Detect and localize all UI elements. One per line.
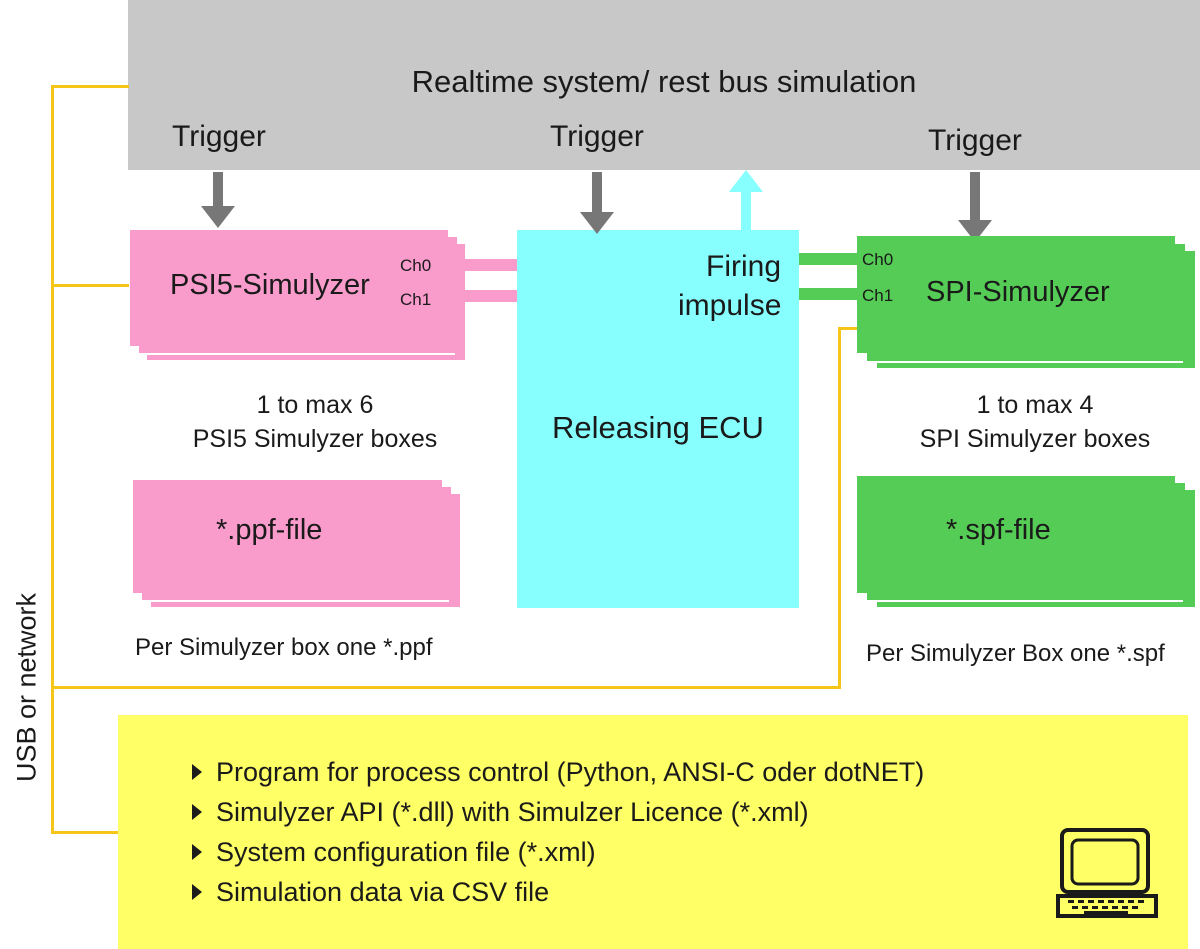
list-item: Program for process control (Python, ANS…	[192, 752, 924, 792]
psi5-count-line1: 1 to max 6	[256, 391, 374, 419]
connection-label: USB or network	[11, 592, 42, 783]
spi-ch0-label: Ch0	[862, 250, 894, 269]
psi5-ch1-label: Ch1	[400, 290, 432, 309]
list-item-text: System configuration file (*.xml)	[216, 836, 596, 867]
bullet-arrow-icon	[192, 764, 202, 780]
bus-wire-spi	[838, 327, 858, 330]
pc-software-list: Program for process control (Python, ANS…	[192, 752, 924, 912]
bus-wire-vertical	[51, 85, 54, 833]
list-item: Simulation data via CSV file	[192, 872, 924, 912]
releasing-ecu-block	[517, 230, 799, 608]
bus-wire-psi5	[51, 284, 129, 287]
laptop-icon	[1056, 828, 1158, 918]
spf-file-label: *.spf-file	[946, 514, 1051, 546]
list-item: System configuration file (*.xml)	[192, 832, 924, 872]
bullet-arrow-icon	[192, 844, 202, 860]
bullet-arrow-icon	[192, 804, 202, 820]
trigger-label-spi: Trigger	[928, 124, 1022, 157]
rest-bus-simulation-block	[128, 0, 1200, 170]
trigger-arrow-spi	[958, 172, 992, 244]
firing-impulse-line2: impulse	[678, 289, 782, 322]
spi-count-line1: 1 to max 4	[976, 391, 1094, 419]
bullet-arrow-icon	[192, 884, 202, 900]
ppf-file-note: Per Simulyzer box one *.ppf	[135, 634, 433, 661]
psi5-simulyzer-label: PSI5-Simulyzer	[170, 269, 370, 301]
list-item-text: Simulation data via CSV file	[216, 876, 550, 907]
releasing-ecu-label: Releasing ECU	[552, 410, 764, 445]
psi5-ch1-link	[459, 290, 518, 302]
list-item: Simulyzer API (*.dll) with Simulzer Lice…	[192, 792, 924, 832]
psi5-ch0-label: Ch0	[400, 256, 432, 275]
spi-simulyzer-box	[857, 236, 1175, 353]
list-item-text: Program for process control (Python, ANS…	[216, 756, 925, 787]
trigger-label-psi5: Trigger	[172, 120, 266, 153]
ppf-file-label: *.ppf-file	[216, 514, 323, 546]
bus-wire-bottom	[51, 686, 841, 689]
spi-ch1-label: Ch1	[862, 286, 894, 305]
spf-file-box	[857, 476, 1175, 593]
psi5-count-line2: PSI5 Simulyzer boxes	[192, 425, 438, 453]
trigger-arrow-ecu	[580, 172, 614, 234]
bus-wire-rest-bus	[51, 85, 129, 88]
firing-impulse-line1: Firing	[706, 250, 782, 283]
trigger-arrow-psi5	[201, 172, 235, 228]
spi-ch1-link	[799, 288, 859, 300]
spi-ch0-link	[799, 253, 859, 265]
pc-software-panel	[118, 715, 1188, 949]
ppf-file-box	[133, 480, 442, 593]
list-item-text: Simulyzer API (*.dll) with Simulzer Lice…	[216, 796, 809, 827]
spf-file-note: Per Simulyzer Box one *.spf	[866, 640, 1165, 667]
psi5-ch0-link	[459, 259, 518, 271]
spi-simulyzer-label: SPI-Simulyzer	[926, 276, 1110, 308]
bus-wire-spi-vertical	[838, 327, 841, 689]
bus-wire-pc	[51, 831, 119, 834]
trigger-label-ecu: Trigger	[550, 120, 644, 153]
psi5-simulyzer-box	[130, 230, 448, 346]
spi-count-line2: SPI Simulyzer boxes	[919, 425, 1151, 453]
firing-impulse-arrow	[729, 170, 763, 232]
rest-bus-title: Realtime system/ rest bus simulation	[411, 64, 917, 99]
